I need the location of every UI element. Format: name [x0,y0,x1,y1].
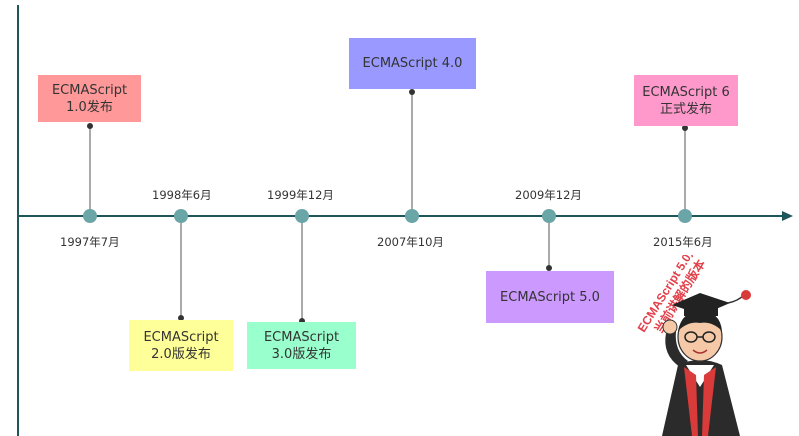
connector-dot-e2 [178,315,184,321]
timeline-arrow-icon [782,211,793,221]
date-label-e6: 2015年6月 [653,235,713,249]
graduate-mascot-illustration: ECMAScript 5.0是 当前讲解的版本 [635,255,751,436]
date-label-e4: 2007年10月 [377,235,444,249]
graduation-gown [662,360,740,436]
timeline-node-e1 [83,209,97,223]
connector-dot-e6 [682,125,688,131]
date-label-e1: 1997年7月 [60,235,120,249]
raised-hand [662,319,678,335]
gown-stole-right [702,367,716,436]
gown-collar [686,365,714,387]
timeline-node-e5 [542,209,556,223]
timeline-node-e4 [405,209,419,223]
date-label-e3: 1999年12月 [267,188,334,202]
gown-stole [684,367,698,436]
event-box-e5: ECMAScript 5.0 [486,271,614,323]
raised-arm [665,331,688,367]
graduation-cap-band [684,307,718,316]
event-box-e4: ECMAScript 4.0 [349,38,476,89]
connector-dot-e1 [87,123,93,129]
cap-tassel-end [741,290,751,300]
timeline-node-e6 [678,209,692,223]
timeline-node-e3 [295,209,309,223]
date-label-e2: 1998年6月 [152,188,212,202]
timeline-node-e2 [174,209,188,223]
date-label-e5: 2009年12月 [515,188,582,202]
connector-dot-e4 [409,89,415,95]
mascot-mouth [692,349,708,354]
connector-dot-e5 [546,265,552,271]
